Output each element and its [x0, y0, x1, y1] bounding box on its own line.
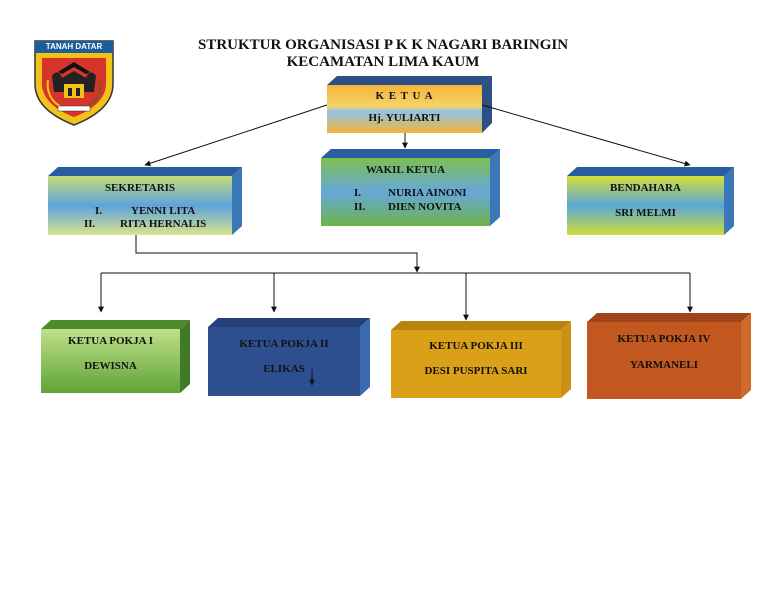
wakil-ketua-role: WAKIL KETUA [365, 164, 446, 176]
wakil-member-num: I. [354, 187, 362, 199]
bendahara-box [567, 167, 734, 235]
ketua-name: Hj. YULIARTI [368, 112, 441, 124]
pokja-4-box [587, 313, 751, 399]
pokja-2-name: ELIKAS [263, 363, 305, 375]
bendahara-name: SRI MELMI [615, 207, 676, 219]
chart-subtitle: KECAMATAN LIMA KAUM [286, 54, 480, 70]
pokja-2-box [208, 318, 370, 396]
pokja-2-role: KETUA POKJA II [239, 338, 329, 350]
pokja-1-role: KETUA POKJA I [68, 335, 153, 347]
pokja-3-name: DESI PUSPITA SARI [424, 365, 528, 377]
connector-sekretaris-pokja [135, 235, 420, 273]
pokja-3-box [391, 321, 571, 398]
wakil-member-name: NURIA AINONI [388, 187, 467, 199]
logo-text: TANAH DATAR [45, 42, 103, 51]
tanah-datar-logo: TANAH DATAR [34, 40, 114, 126]
pokja-3-role: KETUA POKJA III [429, 340, 523, 352]
ketua-role: K E T U A [375, 90, 434, 102]
wakil-member-num: II. [354, 201, 366, 213]
sekretaris-member-num: II. [84, 218, 96, 230]
sekretaris-member-name: YENNI LITA [131, 205, 196, 217]
sekretaris-box [48, 167, 242, 235]
wakil-member-name: DIEN NOVITA [388, 201, 462, 213]
pokja-1-name: DEWISNA [84, 360, 137, 372]
chart-title: STRUKTUR ORGANISASI P K K NAGARI BARINGI… [197, 37, 569, 53]
connector-ketua-sekretaris [144, 104, 328, 167]
connectors [98, 104, 693, 386]
ketua-box [327, 76, 492, 133]
sekretaris-role: SEKRETARIS [104, 182, 176, 194]
regency-crest-icon [34, 40, 114, 126]
pokja-4-role: KETUA POKJA IV [617, 333, 711, 345]
pokja-4-name: YARMANELI [629, 359, 699, 371]
sekretaris-member-num: I. [95, 205, 103, 217]
sekretaris-member-name: RITA HERNALIS [120, 218, 207, 230]
connector-ketua-bendahara [481, 104, 691, 167]
pokja-1-box [41, 320, 190, 393]
wakil-ketua-box [321, 149, 500, 226]
bendahara-role: BENDAHARA [610, 182, 681, 194]
